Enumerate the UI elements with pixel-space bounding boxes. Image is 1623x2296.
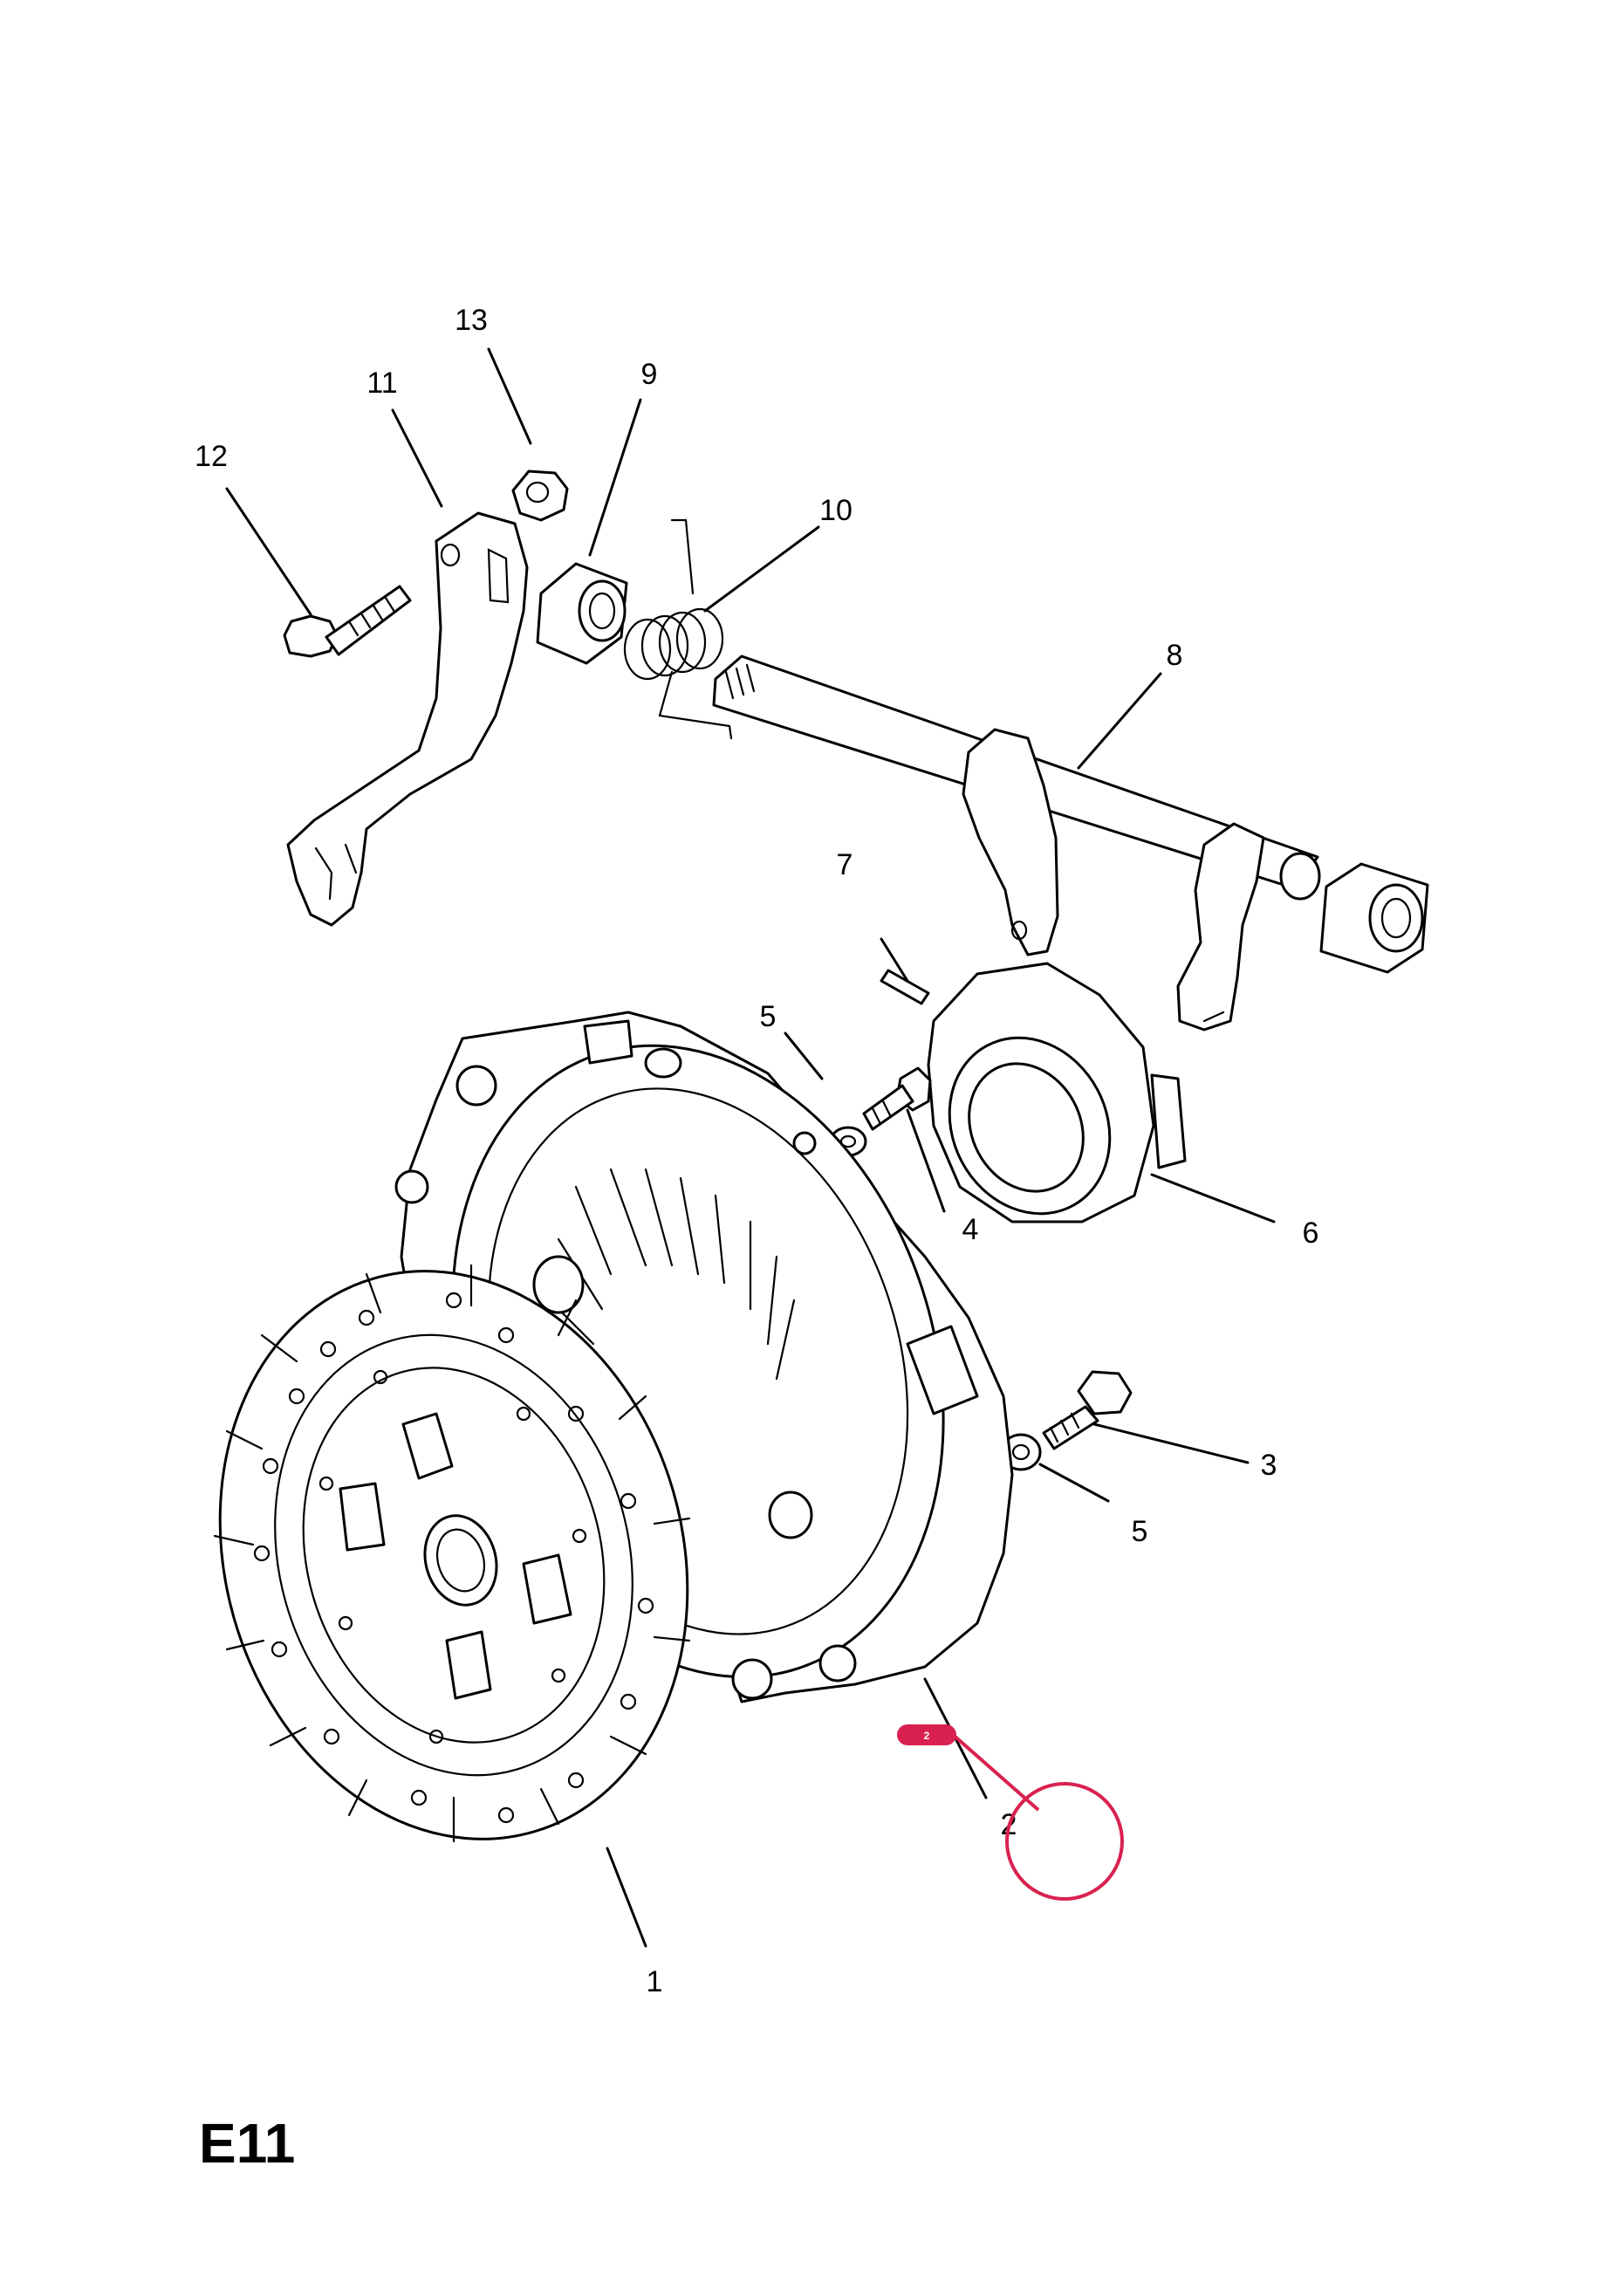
diagram-code: E11 [199, 2112, 295, 2175]
callout-13[interactable]: 13 [455, 304, 488, 337]
highlight-overlay: 2 [897, 1724, 1124, 1901]
highlight-connector [949, 1731, 1040, 1812]
callout-11[interactable]: 11 [366, 367, 397, 400]
part-9-bushing[interactable] [536, 562, 628, 665]
part-11-release-lever[interactable] [286, 511, 529, 927]
callout-6[interactable]: 6 [1303, 1217, 1319, 1250]
part-7-pin[interactable] [880, 969, 930, 1005]
highlight-ring[interactable] [1005, 1782, 1124, 1901]
part-13-nut[interactable] [511, 469, 569, 522]
callout-3[interactable]: 3 [1261, 1449, 1277, 1482]
callout-8[interactable]: 8 [1167, 639, 1183, 672]
callout-numbers: 1 2 3 4 5 5 6 7 8 9 10 11 12 13 [195, 304, 1318, 1998]
part-8-release-shaft[interactable] [712, 655, 1321, 1031]
highlight-badge[interactable] [897, 1724, 956, 1745]
highlight-badge-label: 2 [924, 1730, 930, 1742]
part-1-clutch-disc[interactable] [154, 1216, 753, 1895]
part-12-bolt[interactable] [283, 585, 412, 658]
leader-lines [225, 347, 1276, 1948]
callout-12[interactable]: 12 [195, 440, 228, 473]
callout-9[interactable]: 9 [641, 358, 658, 391]
callout-5-lower[interactable]: 5 [1132, 1515, 1148, 1548]
part-4-bolt[interactable] [862, 1066, 932, 1131]
part-6-release-bearing[interactable] [919, 962, 1187, 1242]
callout-5-upper[interactable]: 5 [760, 1000, 777, 1033]
part-3-bolt[interactable] [1042, 1370, 1133, 1450]
callout-1[interactable]: 1 [647, 1965, 663, 1998]
part-8-end-bushing[interactable] [1319, 862, 1429, 974]
callout-7[interactable]: 7 [837, 848, 853, 881]
callout-4[interactable]: 4 [962, 1213, 979, 1246]
callout-10[interactable]: 10 [819, 494, 853, 527]
part-10-spring[interactable] [623, 518, 733, 740]
